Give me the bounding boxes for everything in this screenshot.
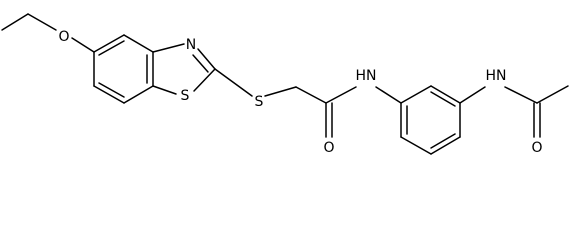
bond-thiazole-n-c2 [197,48,216,70]
atom-sulfur-thioether: S [255,94,264,110]
bond-carbonyl-n [325,86,357,104]
bond-n-acetyl-c [504,86,538,104]
bond-thiazole-c2-s [193,68,216,92]
molecule-structure: O N S S H N O H N O [1,13,569,156]
bond-o-aryl [71,37,95,53]
atom-oxygen-ether: O [58,29,69,45]
bond-ch2-carbonyl [295,86,327,104]
bond-ethyl-ch3-ch2 [1,13,29,31]
bond-benzo-5 [123,34,154,53]
bond-phenyl-4-inner [430,133,456,149]
bond-layer [1,13,569,155]
bond-thiazole-c-n [152,43,185,53]
atom-nitrogen-acetamide: N [496,68,506,84]
bond-ethyl-ch2-o [27,13,57,31]
atom-hydrogen-amide: H [355,68,366,84]
bond-thiazole-n-c2-inner [192,54,209,73]
molecule-structure-canvas: O N S S H N O H N O [1,13,569,156]
bond-thiazole-s-c [152,85,177,95]
atom-hydrogen-acetamide: H [485,68,496,84]
bond-phenyl-1 [400,85,432,104]
bond-benzo-2-inner [98,82,125,98]
bond-phenyl-2 [430,85,461,104]
bond-s-thio-ch2 [264,86,297,97]
bond-phenyl-2-inner [430,91,456,107]
atom-oxygen-acetyl: O [531,140,542,156]
bond-phenyl-5 [400,136,432,155]
atom-oxygen-amide: O [323,140,334,156]
bond-aryl-n-acetamide [459,86,486,104]
bond-benzo-3 [123,85,154,104]
atom-nitrogen-thiazole: N [186,37,196,53]
atom-nitrogen-amide: N [366,68,376,84]
bond-benzo-6-inner [98,40,125,56]
atom-layer: O N S S H N O H N O [58,29,542,156]
bond-c2-s-thio [214,68,253,97]
bond-acetyl-c-ch3 [536,85,569,104]
bond-benzo-2 [93,85,125,104]
bond-phenyl-4 [430,136,461,155]
bond-n-aryl [375,86,402,104]
atom-sulfur-ring: S [181,88,190,104]
bond-benzo-6 [93,34,125,53]
